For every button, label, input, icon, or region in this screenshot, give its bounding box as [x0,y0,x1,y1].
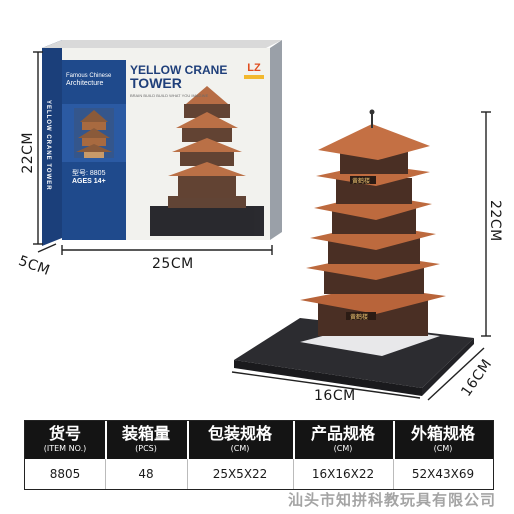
model-height-label: 22CM [487,200,503,242]
box-panel-tower-image [74,108,114,158]
lower-plaque [346,312,376,320]
box-title-line1: YELLOW CRANE [130,63,228,77]
box-tagline: BRAIN BUILD BUILD WHAT YOU IMAGINE [130,93,209,98]
brand-logo: LZ [240,62,268,84]
company-watermark: 汕头市知拼科教玩具有限公司 [287,491,496,509]
header-product-size: 产品规格 (CM) [293,424,393,454]
box-title: YELLOW CRANE TOWER [130,63,240,91]
box-age-rating: AGES 14+ [72,178,106,185]
spec-table-header [25,421,493,459]
header-pcs: 装箱量 (PCS) [105,424,187,454]
header-item-no-main: 货号 [48,424,81,443]
value-item-no: 8805 [49,467,81,481]
box-series-line2: Architecture [66,80,104,87]
box-series-label: Famous Chinese Architecture [66,72,126,88]
upper-plaque [350,176,376,184]
value-package-size: 25X5X22 [212,467,268,481]
header-item-no: 货号 (ITEM NO.) [25,424,105,454]
value-carton-size: 52X43X69 [411,467,475,481]
upper-plaque-text: 黄鹤楼 [352,179,371,185]
box-model-number: 型号: 8805 [72,170,106,177]
value-product-size: 16X16X22 [311,467,375,481]
header-pcs-sub: (PCS) [135,444,157,453]
box-front-tower-image [150,86,264,236]
brand-logo-mark: LZ [247,62,261,74]
header-product-size-main: 产品规格 [310,424,375,443]
box-top-edge [42,40,282,48]
model-width-label: 16CM [314,388,356,404]
box-title-line2: TOWER [130,75,182,91]
lower-plaque-text: 黄鹤楼 [350,315,369,321]
box-side-face [42,40,62,246]
value-pcs: 48 [138,467,154,481]
header-pcs-main: 装箱量 [121,424,170,443]
header-item-no-sub: (ITEM NO.) [43,444,87,453]
header-package-size-main: 包装规格 [207,424,272,443]
header-carton-size-sub: (CM) [433,444,453,453]
box-width-label: 25CM [152,256,194,272]
header-product-size-sub: (CM) [333,444,353,453]
header-package-size: 包装规格 (CM) [187,424,293,454]
box-series-line1: Famous Chinese [66,73,112,79]
spec-table: 货号 (ITEM NO.) 装箱量 (PCS) 包装规格 (CM) 产品规格 (… [24,420,494,490]
box-right-edge [270,40,282,240]
box-side-title: YELLOW CRANE TOWER [45,100,51,191]
header-carton-size-main: 外箱规格 [410,424,475,443]
model-tower-body [300,109,446,336]
header-carton-size: 外箱规格 (CM) [393,424,493,454]
header-package-size-sub: (CM) [230,444,250,453]
